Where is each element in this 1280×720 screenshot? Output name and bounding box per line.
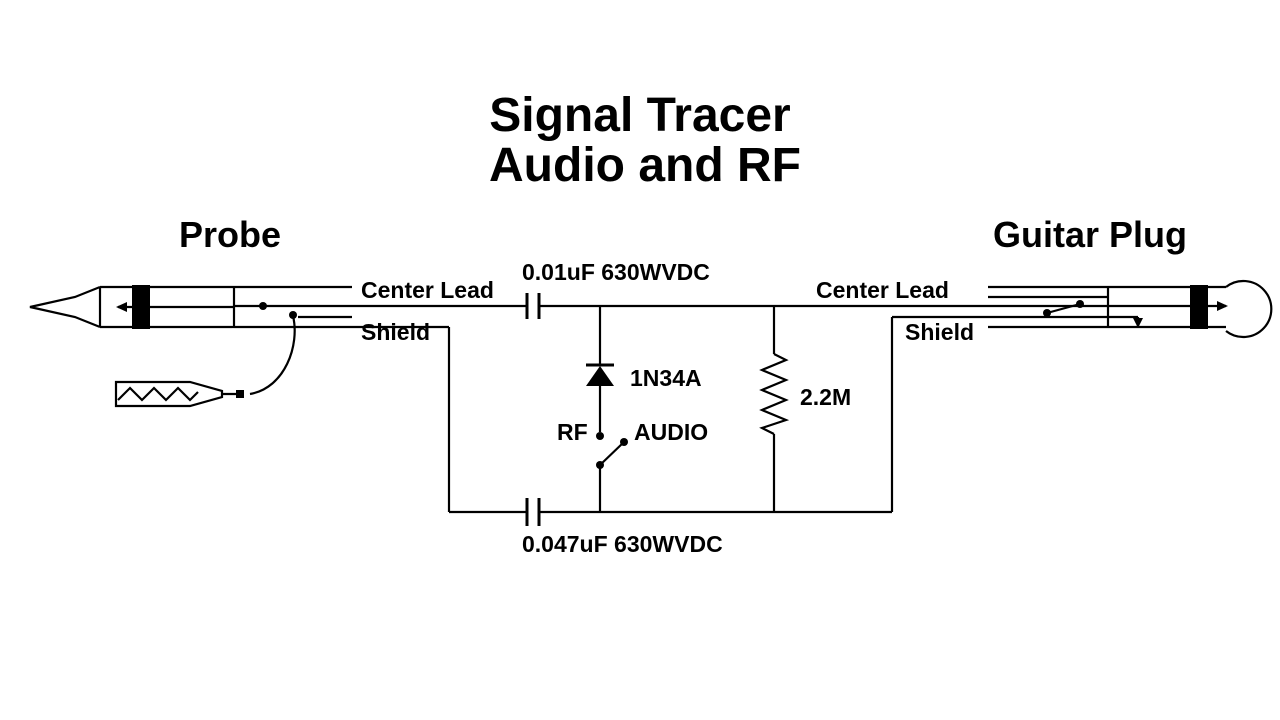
title-line-1: Signal Tracer (489, 89, 790, 142)
switch-audio-label: AUDIO (634, 419, 708, 445)
capacitor-bottom (525, 498, 541, 526)
title-line-2: Audio and RF (489, 139, 801, 192)
probe-center-lead-label: Center Lead (361, 277, 494, 303)
capacitor-bottom-label: 0.047uF 630WVDC (522, 531, 723, 557)
switch-rf-label: RF (557, 419, 588, 445)
junction-dot (289, 311, 297, 319)
probe-shield-label: Shield (361, 319, 430, 345)
resistor-label: 2.2M (800, 384, 851, 410)
capacitor-top (525, 293, 541, 319)
capacitor-top-label: 0.01uF 630WVDC (522, 259, 710, 285)
guitar-plug-center-lead-label: Center Lead (816, 277, 949, 303)
guitar-plug-heading: Guitar Plug (993, 214, 1187, 255)
probe-heading: Probe (179, 214, 281, 255)
probe-jack-symbol (29, 285, 352, 329)
diode-symbol (586, 306, 614, 432)
resistor-symbol (759, 306, 790, 512)
shield-return-wire (352, 317, 894, 514)
diode-label: 1N34A (630, 365, 702, 391)
alligator-clip-symbol (114, 315, 296, 408)
rf-audio-switch (596, 432, 628, 512)
guitar-plug-shield-label: Shield (905, 319, 974, 345)
guitar-plug-symbol (890, 279, 1273, 339)
